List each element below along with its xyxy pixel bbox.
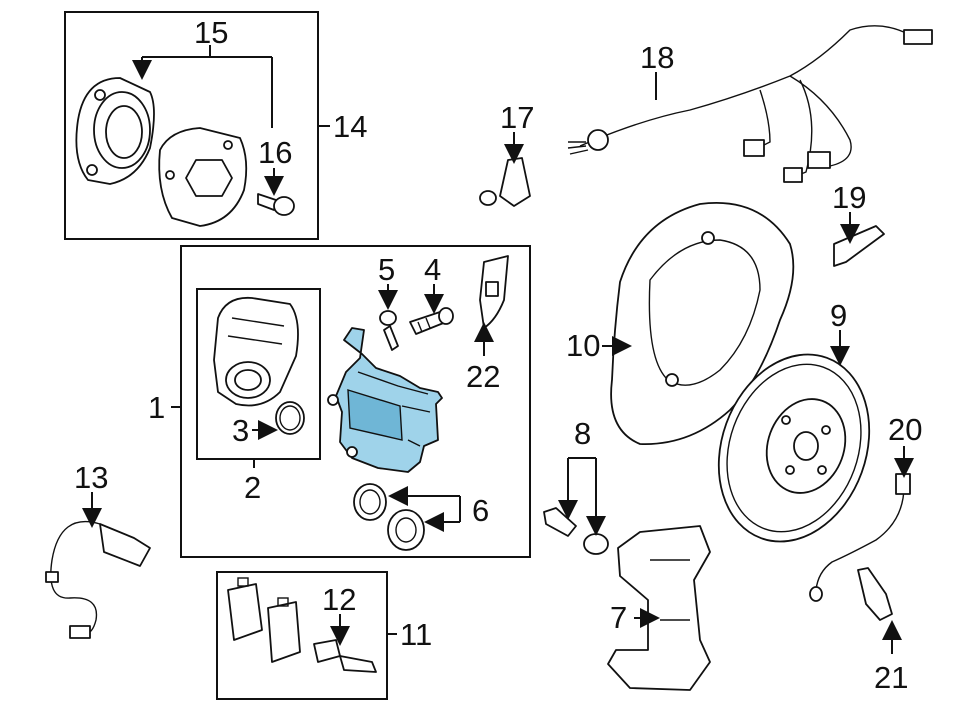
seal-ring-part (275, 401, 305, 435)
callout-22: 22 (466, 359, 500, 394)
callout-19: 19 (832, 180, 866, 215)
callout-14: 14 (333, 109, 367, 144)
caliper-piston-housing-part (213, 296, 299, 407)
bleeder-screw-part (379, 310, 399, 351)
callout-13: 13 (74, 460, 108, 495)
callout-1: 1 (148, 390, 165, 425)
callout-8: 8 (574, 416, 591, 451)
callout-6: 6 (472, 493, 489, 528)
guide-pin-part (409, 307, 454, 335)
callout-18: 18 (640, 40, 674, 75)
callout-20: 20 (888, 412, 922, 447)
dust-boot-part (353, 483, 387, 521)
splash-shield-part (610, 202, 795, 445)
wiring-harness-part (567, 25, 933, 183)
caliper-bolt-part (543, 507, 577, 537)
callout-7: 7 (610, 600, 627, 635)
wear-sensor-part (313, 639, 377, 673)
anti-rattle-shim-part (479, 255, 509, 329)
sensor-17-part (479, 157, 531, 207)
callout-5: 5 (378, 252, 395, 287)
brake-hose-part (809, 473, 911, 602)
wheel-bearing-part (75, 77, 155, 185)
group-box-11 (216, 571, 388, 700)
callout-10: 10 (566, 328, 600, 363)
caliper-carrier-highlighted-part (327, 327, 443, 473)
hub-bolt-part (257, 193, 295, 216)
hose-bracket-part (857, 567, 893, 621)
piston-seal-part (387, 509, 425, 551)
sensor-bracket-part (833, 225, 885, 267)
brake-rotor-part (717, 353, 871, 543)
callout-17: 17 (500, 100, 534, 135)
abs-sensor-cable-part (45, 520, 151, 639)
group-box-2 (196, 288, 321, 460)
group-box-1 (180, 245, 531, 558)
callout-15: 15 (194, 15, 228, 50)
callout-9: 9 (830, 298, 847, 333)
callout-12: 12 (322, 582, 356, 617)
bolt-sleeve-part (583, 533, 609, 555)
callout-3: 3 (232, 413, 249, 448)
callout-4: 4 (424, 252, 441, 287)
brake-pad-inner-part (227, 577, 263, 641)
callout-21: 21 (874, 660, 908, 695)
wheel-hub-part (158, 127, 248, 227)
callout-2: 2 (244, 470, 261, 505)
callout-16: 16 (258, 135, 292, 170)
brake-pad-outer-part (267, 597, 301, 663)
callout-11: 11 (400, 617, 432, 652)
